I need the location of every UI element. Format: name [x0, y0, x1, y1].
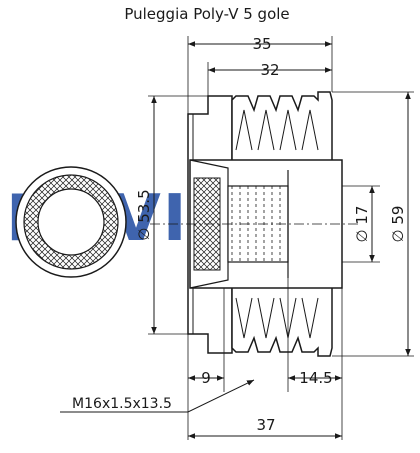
dim-text-59: ∅ 59 [389, 206, 407, 243]
front-view: (function(){ var g = document.currentScr… [15, 166, 127, 278]
dim-text-35: 35 [252, 35, 271, 53]
thread-callout: M16x1.5x13.5 [72, 396, 172, 412]
upper-groove-lines [235, 109, 319, 151]
lower-groove-lines [235, 297, 319, 339]
extension-lines [148, 36, 414, 440]
drawing-title: Puleggia Poly-V 5 gole [124, 5, 289, 23]
dim-text-37: 37 [256, 416, 275, 434]
dim-text-32: 32 [260, 61, 279, 79]
dimension-lines [60, 41, 411, 439]
dim-text-17: ∅ 17 [353, 206, 371, 243]
front-spline-bore [37, 188, 105, 256]
dim-text-9: 9 [201, 369, 211, 387]
thread-leader-line [60, 379, 255, 413]
dim-text-53-5: ∅ 53.5 [135, 189, 153, 240]
dim-text-14-5: 14.5 [299, 369, 332, 387]
